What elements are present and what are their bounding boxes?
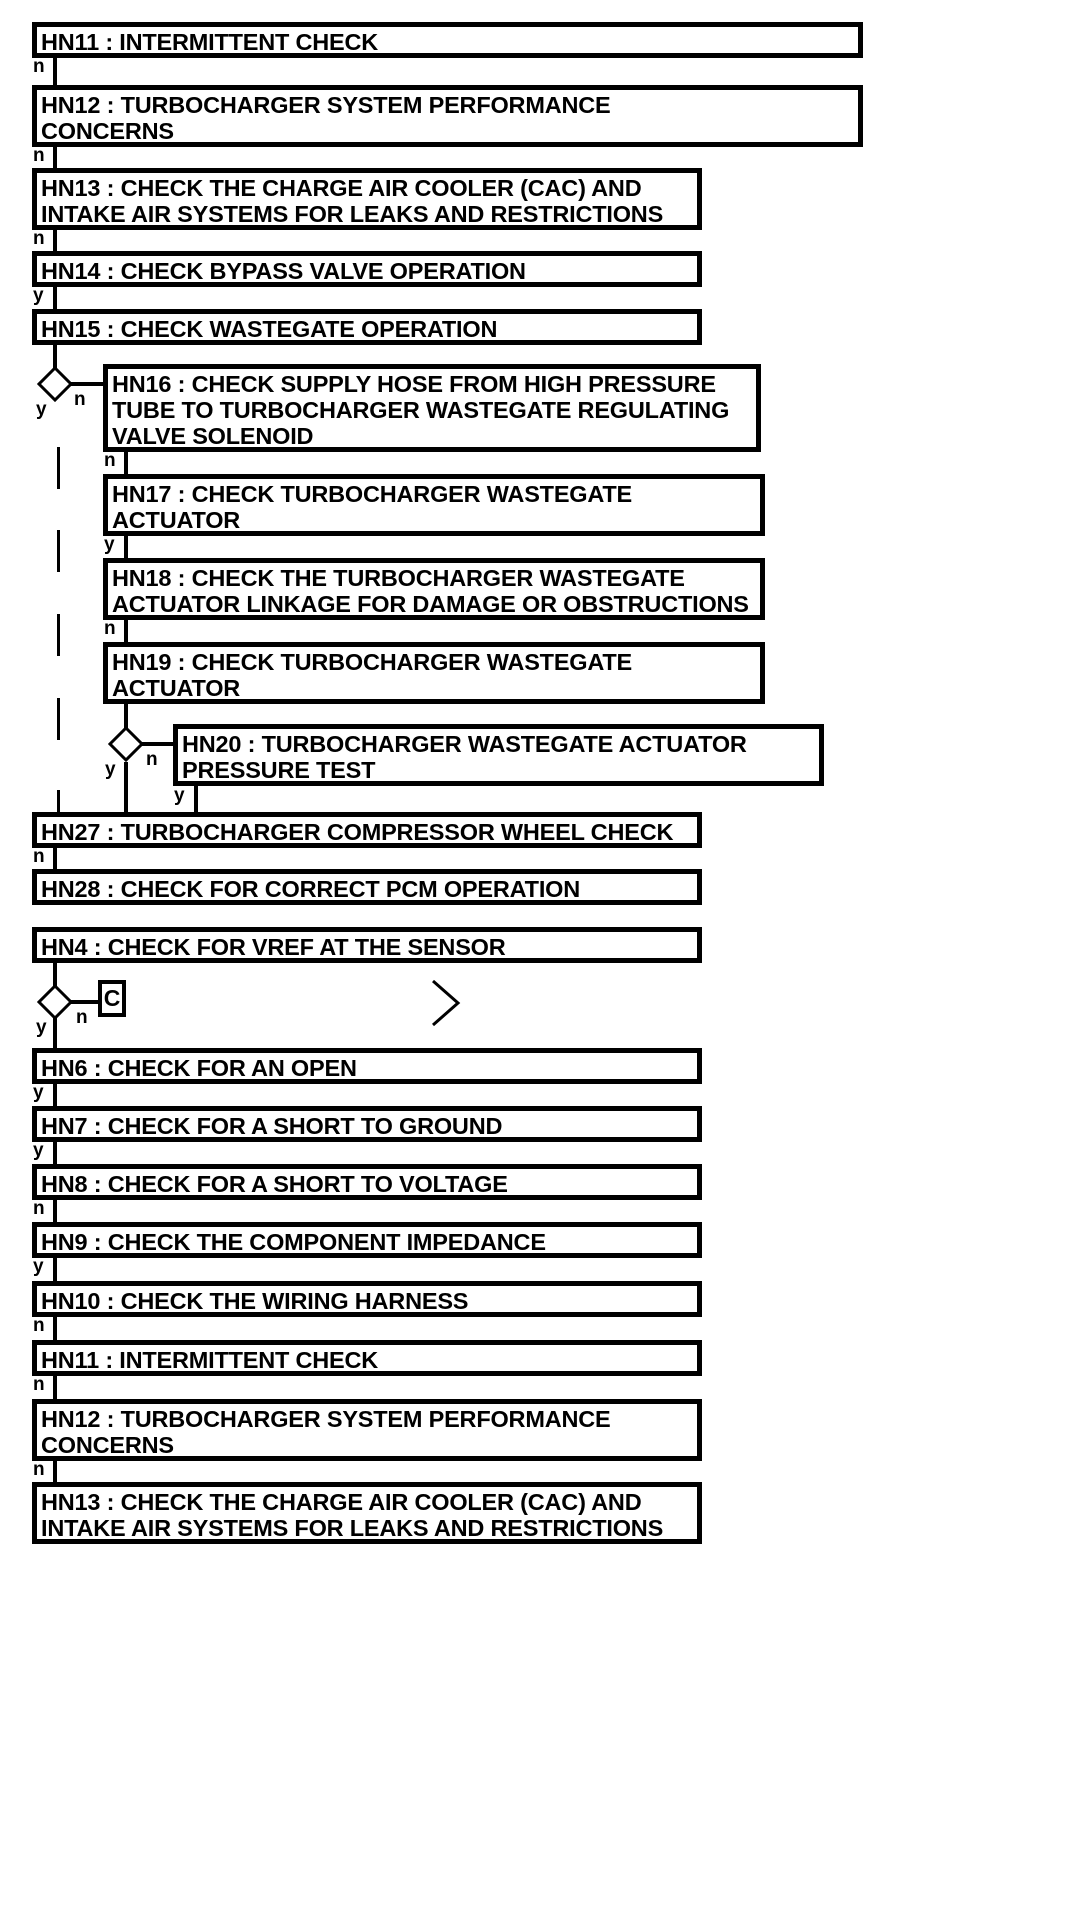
process-node-hn18[interactable]: HN18 : CHECK THE TURBOCHARGER WASTEGATE … (103, 558, 765, 620)
process-node-hn16[interactable]: HN16 : CHECK SUPPLY HOSE FROM HIGH PRESS… (103, 364, 761, 452)
branch-label-hn9-out: y (33, 1256, 44, 1277)
process-node-hn12a[interactable]: HN12 : TURBOCHARGER SYSTEM PERFORMANCE C… (32, 85, 863, 147)
decision-diamond-hn19[interactable] (108, 726, 144, 762)
edge-decision2-to-hn20 (142, 742, 175, 746)
edge-hn8-to-hn9 (53, 1197, 57, 1233)
edge-hn12b-to-hn13b (53, 1458, 57, 1494)
edge-hn18-to-hn19 (124, 617, 128, 653)
edge-hn14-to-hn15 (53, 284, 57, 320)
process-node-hn12b[interactable]: HN12 : TURBOCHARGER SYSTEM PERFORMANCE C… (32, 1399, 702, 1461)
bypass-line-segment-3 (57, 614, 60, 656)
edge-hn9-to-hn10 (53, 1255, 57, 1291)
edge-hn15-to-decision-1 (53, 344, 57, 370)
branch-label-hn20-out: y (174, 785, 185, 806)
branch-label-hn19-decision-n: n (146, 749, 158, 770)
branch-label-hn12b-out: n (33, 1459, 45, 1480)
process-node-hn28[interactable]: HN28 : CHECK FOR CORRECT PCM OPERATION (32, 869, 702, 905)
branch-label-hn12a-out: n (33, 145, 45, 166)
branch-label-hn6-out: y (33, 1082, 44, 1103)
branch-label-hn16-out: n (104, 450, 116, 471)
edge-hn16-to-hn17 (124, 449, 128, 485)
bypass-line-segment-2 (57, 530, 60, 572)
edge-hn20-to-hn27 (194, 783, 198, 830)
edge-decision3-y-to-hn6 (53, 1018, 57, 1050)
bypass-line-segment-1 (57, 447, 60, 489)
edge-hn13a-to-hn14 (53, 227, 57, 263)
edge-hn27-to-hn28 (53, 845, 57, 881)
edge-hn4-to-decision-3 (53, 962, 57, 988)
branch-label-hn8-out: n (33, 1198, 45, 1219)
branch-label-hn4-decision-y: y (36, 1017, 47, 1038)
branch-label-hn11b-out: n (33, 1374, 45, 1395)
process-node-hn10[interactable]: HN10 : CHECK THE WIRING HARNESS (32, 1281, 702, 1317)
process-node-hn6[interactable]: HN6 : CHECK FOR AN OPEN (32, 1048, 702, 1084)
process-node-hn11a[interactable]: HN11 : INTERMITTENT CHECK (32, 22, 863, 58)
edge-hn7-to-hn8 (53, 1139, 57, 1175)
edge-hn10-to-hn11b (53, 1314, 57, 1350)
process-node-hn8[interactable]: HN8 : CHECK FOR A SHORT TO VOLTAGE (32, 1164, 702, 1200)
branch-label-hn27-out: n (33, 846, 45, 867)
branch-label-hn17-out: y (104, 534, 115, 555)
decision-diamond-hn15[interactable] (37, 366, 73, 402)
process-node-hn13a[interactable]: HN13 : CHECK THE CHARGE AIR COOLER (CAC)… (32, 168, 702, 230)
branch-label-hn11a-out: n (33, 56, 45, 77)
bypass-line-segment-4 (57, 698, 60, 740)
process-node-hn19[interactable]: HN19 : CHECK TURBOCHARGER WASTEGATE ACTU… (103, 642, 765, 704)
branch-label-hn19-decision-y: y (105, 759, 116, 780)
bypass-line-segment-5 (57, 790, 60, 830)
edge-hn17-to-hn18 (124, 533, 128, 569)
process-node-hn9[interactable]: HN9 : CHECK THE COMPONENT IMPEDANCE (32, 1222, 702, 1258)
process-node-hn27[interactable]: HN27 : TURBOCHARGER COMPRESSOR WHEEL CHE… (32, 812, 702, 848)
offpage-connector-c[interactable]: C (98, 980, 126, 1017)
branch-label-hn14-out: y (33, 285, 44, 306)
edge-hn11a-to-hn12a (53, 55, 57, 91)
decision-diamond-hn4[interactable] (37, 984, 73, 1020)
branch-label-hn15-decision-y: y (36, 399, 47, 420)
edge-hn6-to-hn7 (53, 1081, 57, 1117)
process-node-hn20[interactable]: HN20 : TURBOCHARGER WASTEGATE ACTUATOR P… (173, 724, 824, 786)
edge-decision3-to-connector-c (71, 1000, 99, 1004)
branch-label-hn18-out: n (104, 618, 116, 639)
process-node-hn13b[interactable]: HN13 : CHECK THE CHARGE AIR COOLER (CAC)… (32, 1482, 702, 1544)
chevron-right-icon (428, 978, 464, 1028)
process-node-hn4[interactable]: HN4 : CHECK FOR VREF AT THE SENSOR (32, 927, 702, 963)
edge-hn12a-to-hn13a (53, 144, 57, 180)
edge-hn19-to-decision-2 (124, 701, 128, 729)
process-node-hn14[interactable]: HN14 : CHECK BYPASS VALVE OPERATION (32, 251, 702, 287)
branch-label-hn4-decision-n: n (76, 1007, 88, 1028)
edge-decision1-to-hn16 (71, 382, 105, 386)
branch-label-hn15-decision-n: n (74, 389, 86, 410)
process-node-hn11b[interactable]: HN11 : INTERMITTENT CHECK (32, 1340, 702, 1376)
branch-label-hn7-out: y (33, 1140, 44, 1161)
edge-decision2-y-to-hn27 (124, 762, 128, 830)
process-node-hn7[interactable]: HN7 : CHECK FOR A SHORT TO GROUND (32, 1106, 702, 1142)
branch-label-hn10-out: n (33, 1315, 45, 1336)
edge-hn11b-to-hn12b (53, 1373, 57, 1409)
branch-label-hn13a-out: n (33, 228, 45, 249)
process-node-hn17[interactable]: HN17 : CHECK TURBOCHARGER WASTEGATE ACTU… (103, 474, 765, 536)
process-node-hn15[interactable]: HN15 : CHECK WASTEGATE OPERATION (32, 309, 702, 345)
